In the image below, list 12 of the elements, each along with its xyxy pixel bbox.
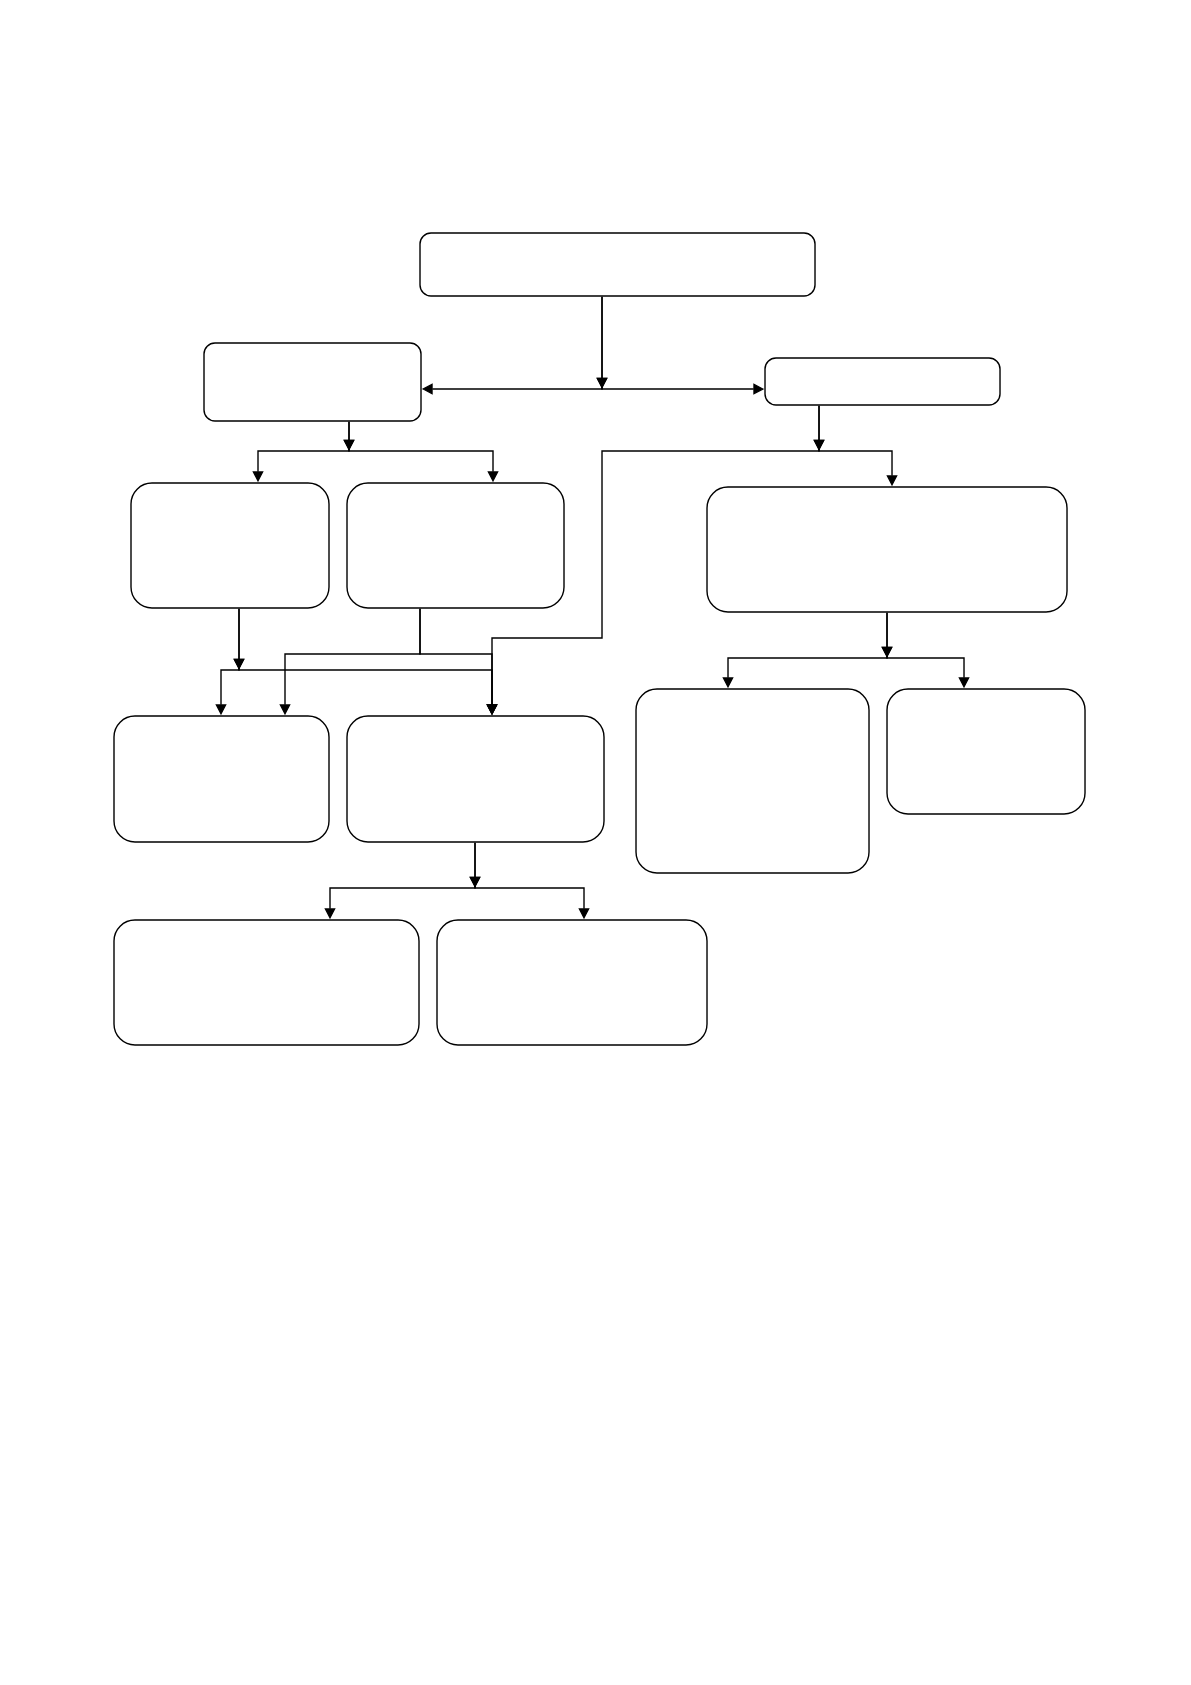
process-box — [419, 232, 816, 297]
process-box — [130, 482, 330, 609]
process-box — [346, 715, 605, 843]
process-box — [346, 482, 565, 609]
process-box — [113, 715, 330, 843]
process-box — [764, 357, 1001, 406]
process-box — [706, 486, 1068, 613]
process-box — [203, 342, 422, 422]
process-box — [635, 688, 870, 874]
process-box — [886, 688, 1086, 815]
process-box — [113, 919, 420, 1046]
process-box — [436, 919, 708, 1046]
